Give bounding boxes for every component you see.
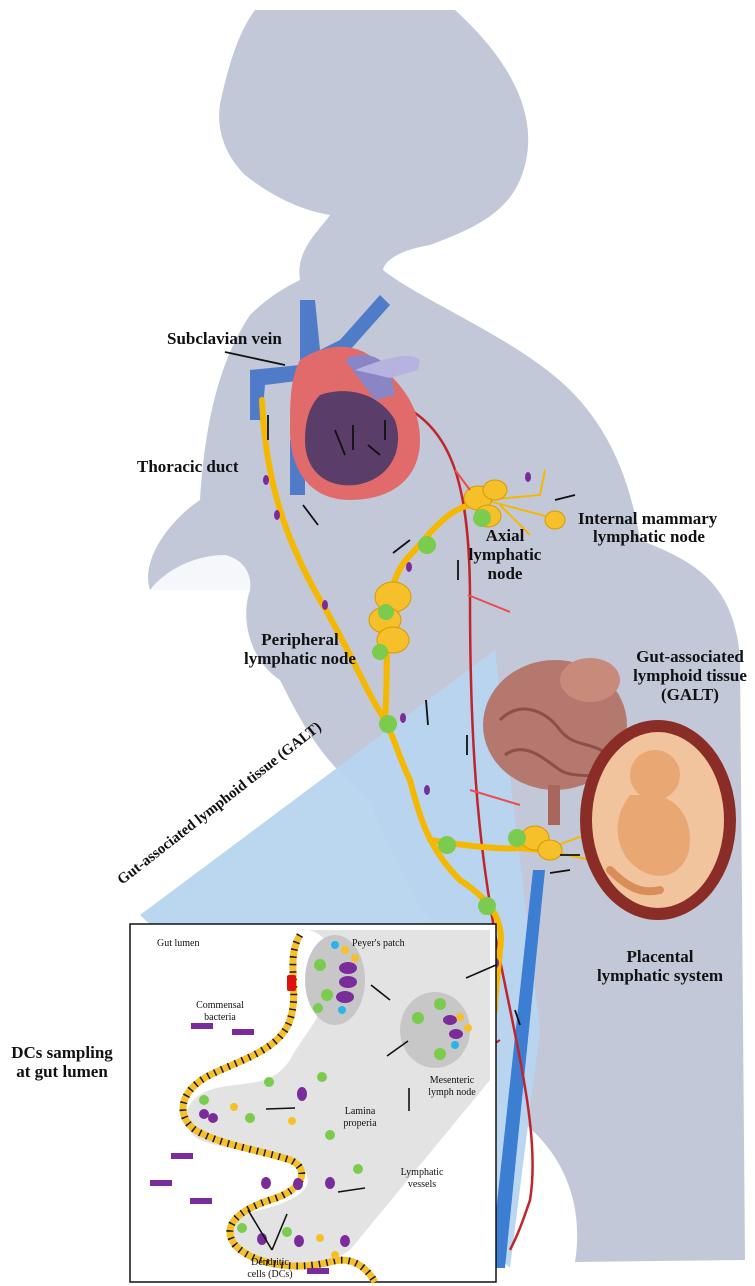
label-dendritic-1: Dendritic	[251, 1257, 289, 1268]
label-placental-2: lymphatic system	[597, 966, 723, 985]
label-thoracic-duct: Thoracic duct	[137, 457, 239, 476]
label-dcs-sampling-2: at gut lumen	[16, 1062, 108, 1081]
label-dendritic-2: cells (DCs)	[247, 1269, 292, 1280]
label-commensal-1: Commensal	[196, 1000, 244, 1011]
label-peyers-patch: Peyer's patch	[352, 938, 405, 949]
m-cell	[287, 975, 296, 991]
gut-inset: Gut lumen Peyer's patch Commensal bacter…	[130, 924, 496, 1282]
label-peripheral-2: lymphatic node	[244, 649, 356, 668]
label-galt-2: lymphoid tissue	[633, 666, 747, 685]
label-galt-3: (GALT)	[661, 685, 719, 704]
label-mesenteric-1: Mesenteric	[430, 1075, 475, 1086]
fetus-placenta	[580, 720, 736, 920]
label-placental-1: Placental	[626, 947, 693, 966]
label-lymphatic-1: Lymphatic	[401, 1167, 444, 1178]
label-lamina-2: properia	[343, 1118, 377, 1129]
label-subclavian-vein: Subclavian vein	[167, 329, 282, 348]
label-axial-3: node	[488, 564, 523, 583]
label-axial-1: Axial	[486, 526, 525, 545]
label-galt-1: Gut-associated	[636, 647, 744, 666]
label-lymphatic-2: vessels	[408, 1179, 436, 1190]
label-internal-mammary-2: lymphatic node	[593, 527, 705, 546]
label-axial-2: lymphatic	[469, 545, 542, 564]
label-gut-lumen: Gut lumen	[157, 938, 200, 949]
label-dcs-sampling-1: DCs sampling	[11, 1043, 113, 1062]
label-commensal-2: bacteria	[204, 1012, 236, 1023]
label-lamina-1: Lamina	[345, 1106, 376, 1117]
label-peripheral-1: Peripheral	[261, 630, 339, 649]
label-mesenteric-2: lymph node	[428, 1087, 476, 1098]
label-internal-mammary-1: Internal mammary	[578, 509, 718, 528]
